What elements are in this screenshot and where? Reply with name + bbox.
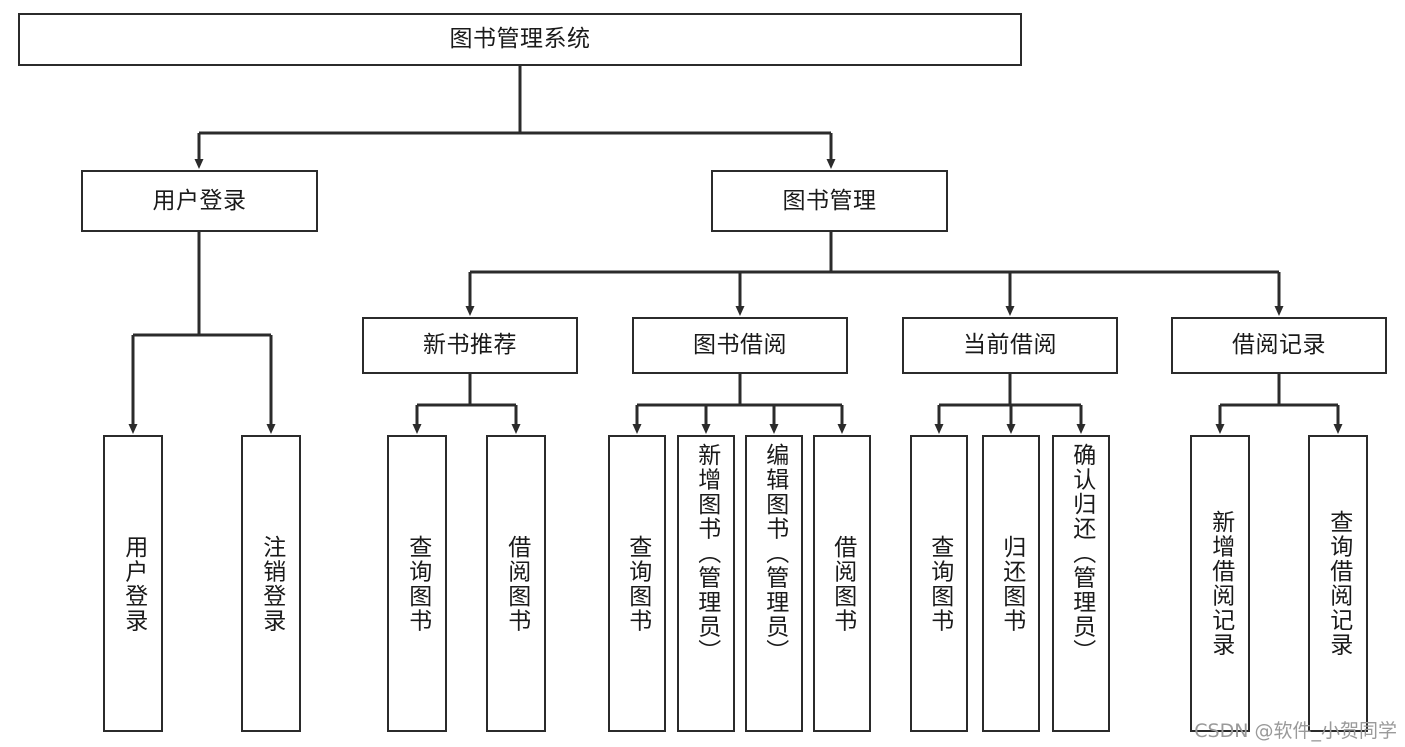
- node-label: 注销登录: [258, 534, 285, 633]
- node-leaf-query-borrow-record[interactable]: 查询借阅记录: [1308, 435, 1368, 732]
- node-label: 用户登录: [120, 534, 147, 633]
- csdn-watermark: CSDN @软件_小贺同学: [1194, 720, 1397, 742]
- node-label: 新增借阅记录: [1207, 510, 1234, 657]
- node-label: 查询图书: [624, 534, 651, 633]
- node-leaf-return-book[interactable]: 归还图书: [982, 435, 1040, 732]
- node-borrow-record[interactable]: 借阅记录: [1171, 317, 1387, 374]
- node-label: 新书推荐: [423, 332, 517, 359]
- node-label: 借阅图书: [829, 534, 856, 633]
- node-label: 借阅图书: [503, 534, 530, 633]
- node-book-manage[interactable]: 图书管理: [711, 170, 948, 232]
- node-leaf-user-login[interactable]: 用户登录: [103, 435, 163, 732]
- node-label: 用户登录: [152, 187, 247, 214]
- node-label: 查询图书: [404, 534, 431, 633]
- node-label: 新增图书（管理员）: [693, 443, 720, 664]
- node-label: 当前借阅: [963, 332, 1057, 359]
- node-leaf-borrow-book[interactable]: 借阅图书: [813, 435, 871, 732]
- node-leaf-borrow-book-recommend[interactable]: 借阅图书: [486, 435, 546, 732]
- node-leaf-confirm-return-admin[interactable]: 确认归还（管理员）: [1052, 435, 1110, 732]
- node-label: 查询图书: [926, 534, 953, 633]
- node-leaf-logout[interactable]: 注销登录: [241, 435, 301, 732]
- node-label: 查询借阅记录: [1325, 510, 1352, 657]
- node-leaf-edit-book-admin[interactable]: 编辑图书（管理员）: [745, 435, 803, 732]
- node-leaf-query-book-recommend[interactable]: 查询图书: [387, 435, 447, 732]
- node-label: 归还图书: [998, 534, 1025, 633]
- node-user-login[interactable]: 用户登录: [81, 170, 318, 232]
- node-leaf-add-borrow-record[interactable]: 新增借阅记录: [1190, 435, 1250, 732]
- node-new-book-recommend[interactable]: 新书推荐: [362, 317, 578, 374]
- node-label: 图书管理: [782, 187, 877, 214]
- node-book-borrow[interactable]: 图书借阅: [632, 317, 848, 374]
- node-leaf-add-book-admin[interactable]: 新增图书（管理员）: [677, 435, 735, 732]
- node-label: 编辑图书（管理员）: [761, 443, 788, 664]
- node-leaf-query-book-current[interactable]: 查询图书: [910, 435, 968, 732]
- node-leaf-query-book-borrow[interactable]: 查询图书: [608, 435, 666, 732]
- node-label: 确认归还（管理员）: [1068, 443, 1095, 664]
- node-label: 图书管理系统: [449, 26, 591, 53]
- node-current-borrow[interactable]: 当前借阅: [902, 317, 1118, 374]
- node-root-book-management-system[interactable]: 图书管理系统: [18, 13, 1022, 66]
- node-label: 借阅记录: [1232, 332, 1326, 359]
- node-label: 图书借阅: [693, 332, 787, 359]
